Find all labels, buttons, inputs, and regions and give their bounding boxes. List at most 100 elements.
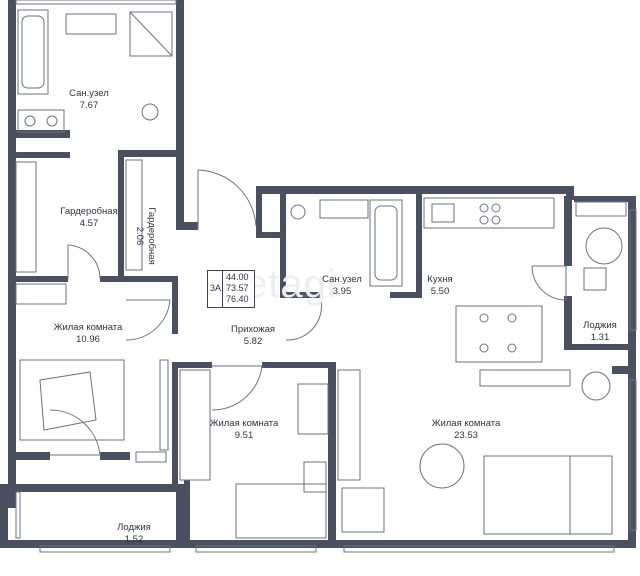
room-area: 2.06 xyxy=(134,226,145,246)
room-area: 1.52 xyxy=(124,534,144,545)
doors xyxy=(49,169,567,456)
wall xyxy=(176,484,184,546)
room-name: Лоджия xyxy=(583,320,617,331)
wardrobe-rack xyxy=(15,283,67,305)
desk xyxy=(341,487,385,533)
window xyxy=(39,545,171,553)
window xyxy=(629,379,637,531)
shelf xyxy=(135,451,167,463)
room-label-living-1: Жилая комната 10.96 xyxy=(40,322,136,346)
wall xyxy=(280,194,286,296)
wall xyxy=(612,366,636,374)
door-arc xyxy=(285,295,323,341)
sink xyxy=(65,13,117,35)
info-divider xyxy=(222,271,223,307)
wall xyxy=(574,196,636,202)
room-name: Жилая комната xyxy=(53,322,123,333)
window xyxy=(629,209,637,331)
room-label-loggia-1: Лоджия 1.31 xyxy=(578,320,622,344)
door-arc xyxy=(532,265,567,300)
door-arc xyxy=(67,244,101,280)
room-label-living-2: Жилая комната 9.51 xyxy=(196,418,292,442)
bed xyxy=(235,483,327,539)
loggia-table xyxy=(585,227,623,265)
room-name: Лоджия xyxy=(117,522,151,533)
room-area: 1.31 xyxy=(590,332,610,343)
room-label-loggia-2: Лоджия 1.52 xyxy=(112,522,156,546)
room-area: 7.67 xyxy=(79,100,99,111)
wall xyxy=(118,276,178,282)
room-label-bath-1: Сан.узел 7.67 xyxy=(64,88,114,112)
window xyxy=(15,491,21,539)
wall xyxy=(100,452,130,460)
fixtures xyxy=(15,9,627,539)
room-area: 23.53 xyxy=(454,430,478,441)
sink xyxy=(319,199,369,219)
room-area: 10.96 xyxy=(76,334,100,345)
room-name: Прихожая xyxy=(230,324,276,335)
door-arc xyxy=(125,299,171,341)
room-name: Сан.узел xyxy=(322,274,362,285)
wall xyxy=(8,452,50,460)
wall xyxy=(172,362,212,368)
room-label-kitchen: Кухня 5.50 xyxy=(418,274,462,298)
door-arc xyxy=(531,265,567,301)
kitchen-sink xyxy=(431,203,455,223)
room-label-wardrobe-2: Гардеробная 2.06 xyxy=(133,201,157,271)
wall xyxy=(256,232,282,238)
wall xyxy=(328,362,336,542)
room-name: Жилая комната xyxy=(209,418,279,429)
window xyxy=(15,0,177,5)
tv-console xyxy=(479,369,571,387)
room-label-living-3: Жилая комната 23.53 xyxy=(418,418,514,442)
room-name: Гардеробная xyxy=(146,207,157,265)
wall xyxy=(8,276,68,282)
wall xyxy=(0,540,636,548)
bathtub xyxy=(17,9,49,95)
wall xyxy=(256,186,262,236)
total-area: 73.57 xyxy=(226,283,249,293)
window xyxy=(343,545,615,553)
washer-icon xyxy=(17,109,65,133)
wall xyxy=(184,480,190,546)
wall xyxy=(118,150,124,280)
room-name: Жилая комната xyxy=(431,418,501,429)
room-area: 9.51 xyxy=(234,430,254,441)
wall xyxy=(280,292,320,298)
room-area: 3.95 xyxy=(332,286,352,297)
wardrobe-rack xyxy=(125,159,143,271)
stove-icon xyxy=(479,203,489,213)
bathtub xyxy=(369,199,403,287)
room-label-bath-2: Сан.узел 3.95 xyxy=(316,274,368,298)
wall xyxy=(172,282,178,334)
room-area: 5.82 xyxy=(243,336,263,347)
wall xyxy=(176,0,184,230)
room-label-wardrobe-1: Гардеробная 4.57 xyxy=(54,206,124,230)
wall xyxy=(564,196,572,266)
wall xyxy=(390,292,422,298)
desk xyxy=(303,461,327,493)
wardrobe-rack xyxy=(179,369,211,481)
desk xyxy=(297,383,329,435)
wall xyxy=(8,130,70,138)
total-area-with-loggias: 76.40 xyxy=(226,294,249,304)
wall xyxy=(416,194,422,296)
wall xyxy=(176,222,198,230)
plant-icon xyxy=(581,371,611,401)
dining-table xyxy=(455,305,543,363)
wall xyxy=(8,152,70,158)
door-arc xyxy=(49,409,101,456)
room-name: Сан.узел xyxy=(69,88,109,99)
bathtub-inner xyxy=(21,15,45,89)
window xyxy=(195,545,317,553)
kitchen-counter xyxy=(423,197,555,229)
wall xyxy=(566,186,574,200)
wall xyxy=(262,362,336,368)
room-area: 5.50 xyxy=(430,286,450,297)
windows xyxy=(15,0,637,553)
room-name: Гардеробная xyxy=(60,206,118,217)
wardrobe-rack xyxy=(15,161,37,273)
door-arc xyxy=(197,169,257,230)
shower xyxy=(129,11,173,57)
shelf xyxy=(159,359,169,451)
